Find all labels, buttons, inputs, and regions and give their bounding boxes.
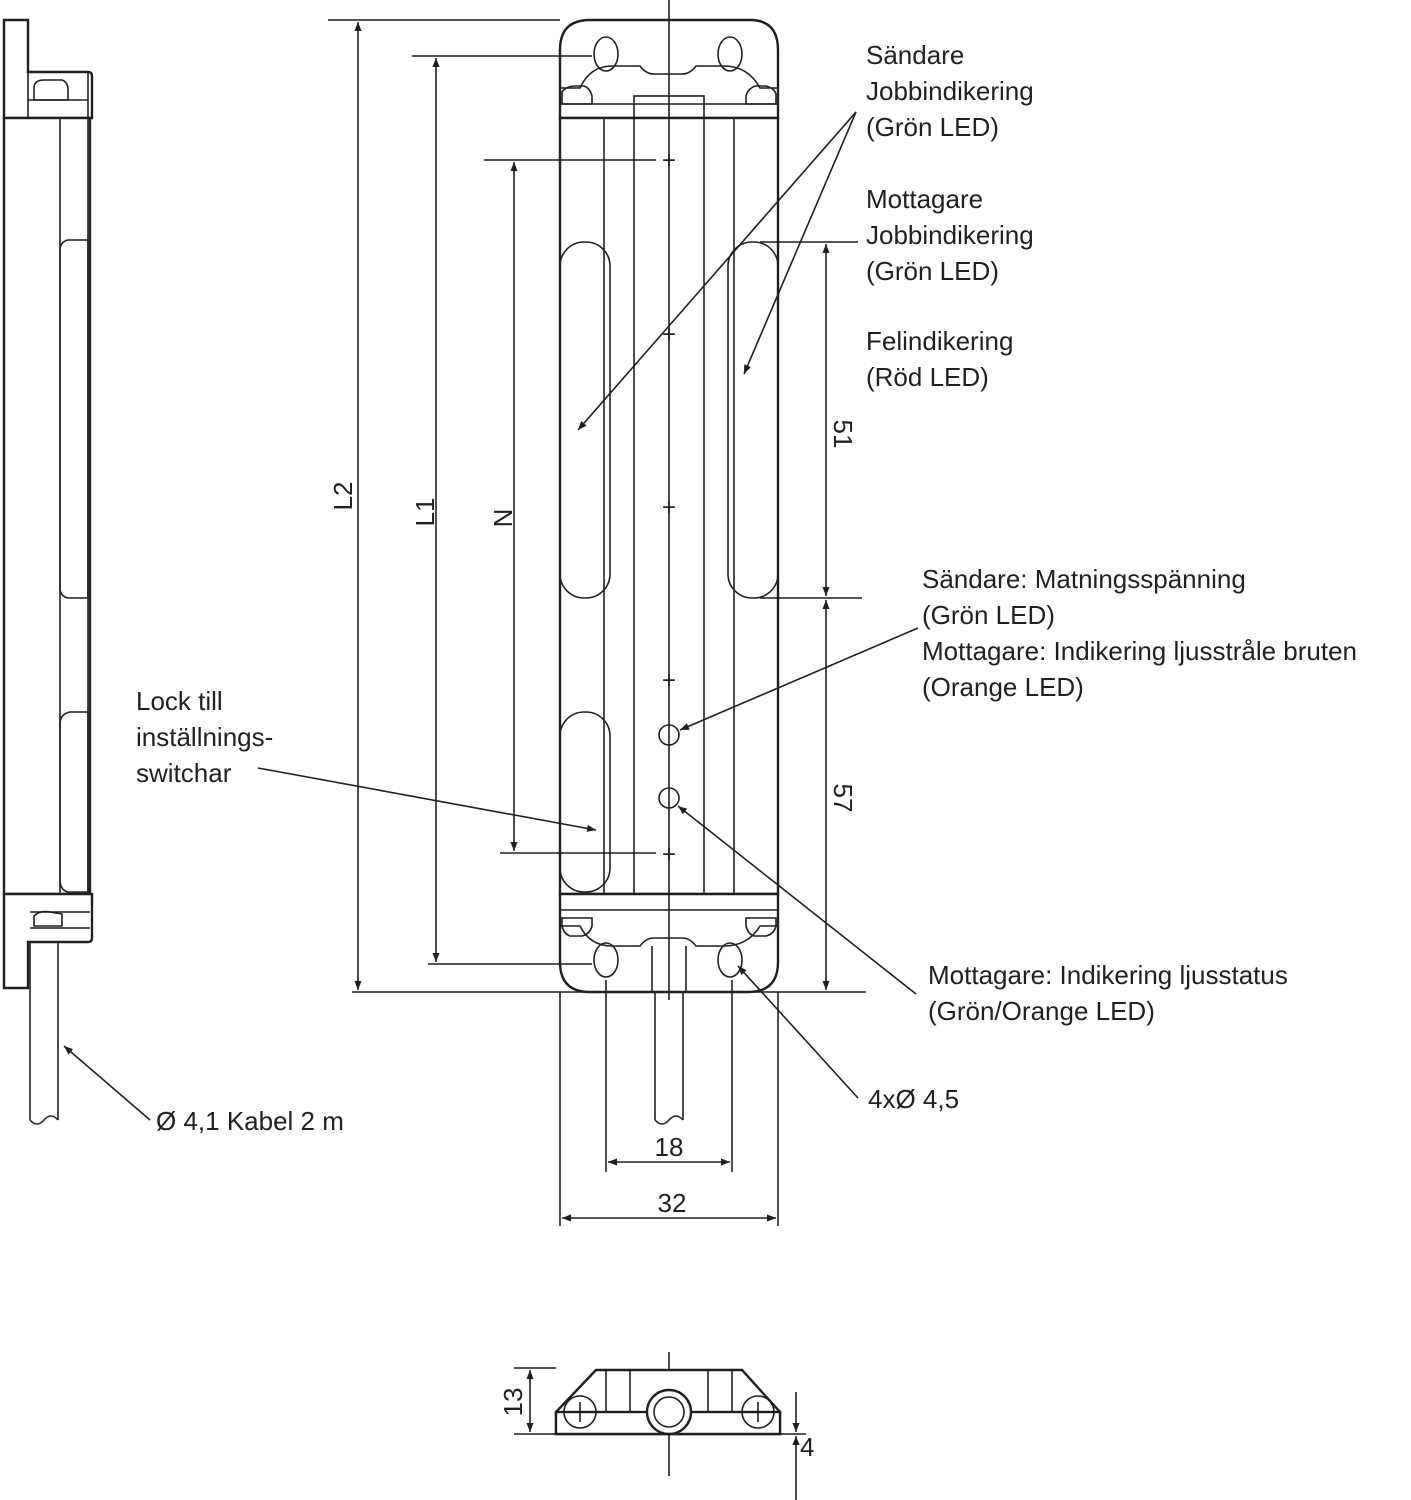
mount-hole-bottom-left xyxy=(593,942,619,978)
callout-line: Felindikering xyxy=(866,326,1013,356)
mount-hole-top-right xyxy=(717,36,743,72)
cable-callout: Ø 4,1 Kabel 2 m xyxy=(63,1045,344,1136)
callout-supply: Sändare: Matningsspänning (Grön LED) Mot… xyxy=(679,564,1357,731)
front-view xyxy=(558,0,780,1125)
callout-line: switchar xyxy=(136,758,232,788)
led-window-left xyxy=(559,241,611,599)
screw-right xyxy=(741,1395,775,1429)
callout-line: Mottagare xyxy=(866,184,983,214)
callout-line: (Röd LED) xyxy=(866,362,989,392)
callout-light-status: Mottagare: Indikering ljusstatus (Grön/O… xyxy=(677,805,1288,1026)
switch-cover xyxy=(559,711,611,893)
dim-4: 4 xyxy=(800,1432,814,1462)
dim-18: 18 xyxy=(655,1132,684,1162)
callout-holes: 4xØ 4,5 xyxy=(737,965,959,1114)
screw-left xyxy=(563,1395,597,1429)
dim-32: 32 xyxy=(658,1188,687,1218)
mount-hole-top-left xyxy=(593,36,619,72)
callout-receiver-job: Mottagare Jobbindikering (Grön LED) xyxy=(866,184,1034,286)
plus-mark: + xyxy=(662,494,676,521)
callout-fault: Felindikering (Röd LED) xyxy=(866,326,1013,392)
callout-line: inställnings- xyxy=(136,722,273,752)
callout-cover: Lock till inställnings- switchar xyxy=(136,686,597,832)
callout-line: Jobbindikering xyxy=(866,220,1034,250)
bottom-view: 13 4 xyxy=(498,1352,814,1500)
dim-51: 51 xyxy=(828,420,858,449)
holes-label: 4xØ 4,5 xyxy=(868,1084,959,1114)
cable-label: Ø 4,1 Kabel 2 m xyxy=(156,1106,344,1136)
dim-L1: L1 xyxy=(410,498,440,527)
callout-line: (Grön/Orange LED) xyxy=(928,996,1155,1026)
plus-mark: + xyxy=(662,147,676,174)
callout-line: Jobbindikering xyxy=(866,76,1034,106)
mount-hole-bottom-right xyxy=(717,942,743,978)
dim-13: 13 xyxy=(498,1388,528,1417)
sensor-markers: + + + + + xyxy=(662,147,676,868)
dimensions: L2 L1 N 51 57 18 32 xyxy=(328,19,866,1226)
side-view xyxy=(2,18,94,1125)
dim-57: 57 xyxy=(828,784,858,813)
callout-line: Lock till xyxy=(136,686,223,716)
callout-line: (Grön LED) xyxy=(866,256,999,286)
callout-line: Mottagare: Indikering ljusstatus xyxy=(928,960,1288,990)
callout-sender-job: Sändare Jobbindikering (Grön LED) xyxy=(577,40,1034,431)
callout-line: Sändare xyxy=(866,40,964,70)
callout-line: (Grön LED) xyxy=(866,112,999,142)
callout-line: Mottagare: Indikering ljusstråle bruten xyxy=(922,636,1357,666)
callout-line: (Orange LED) xyxy=(922,672,1084,702)
plus-mark: + xyxy=(662,321,676,348)
plus-mark: + xyxy=(662,667,676,694)
plus-mark: + xyxy=(662,841,676,868)
callout-line: Sändare: Matningsspänning xyxy=(922,564,1246,594)
dim-L2: L2 xyxy=(328,482,358,511)
dim-N: N xyxy=(488,509,518,528)
led-window-right xyxy=(727,241,779,599)
callout-line: (Grön LED) xyxy=(922,600,1055,630)
